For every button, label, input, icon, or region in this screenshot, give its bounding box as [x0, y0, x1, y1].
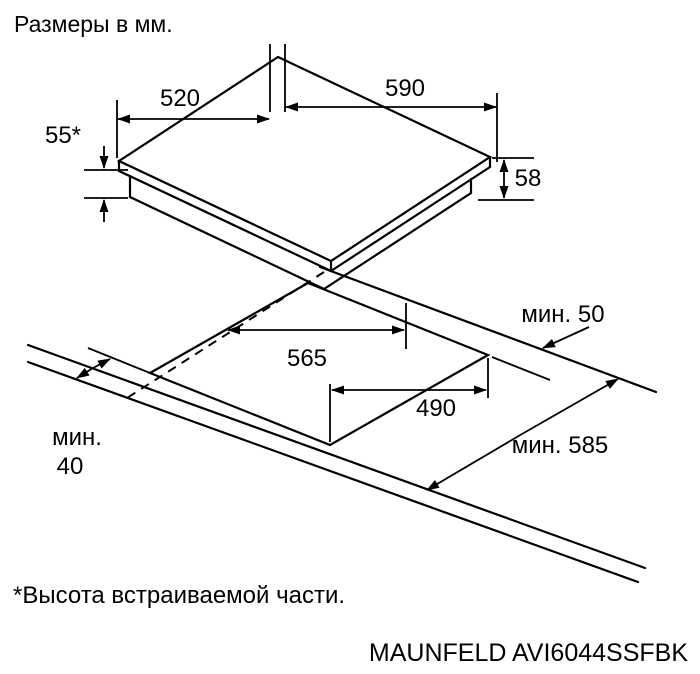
- model-label: MAUNFELD AVI6044SSFBK: [369, 639, 688, 667]
- hob-builtin-body: [128, 174, 473, 291]
- footnote: *Высота встраиваемой части.: [13, 582, 345, 609]
- worktop-front-edge-outer: [26, 343, 647, 570]
- dim-total-height: 58: [478, 157, 542, 201]
- dim-builtin-height: 55*: [45, 122, 128, 222]
- builtin-height-label: 55*: [45, 122, 81, 149]
- rear-clearance-label: мин. 50: [521, 301, 604, 328]
- cutout-width-label: 565: [287, 345, 327, 372]
- worktop-rear-edge: [318, 265, 658, 394]
- front-clearance-value: 40: [57, 453, 84, 480]
- dim-cutout-width: 565: [227, 303, 407, 372]
- front-clearance-word: мин.: [52, 424, 102, 451]
- dim-cutout-depth: 490: [329, 358, 489, 442]
- cutout-front-extension: [87, 347, 151, 374]
- cutout-depth-label: 490: [416, 395, 456, 422]
- total-height-label: 58: [515, 165, 542, 192]
- worktop-front-edge-inner: [26, 360, 640, 584]
- dim-worktop-depth: мин. 585: [426, 378, 619, 491]
- cutout-rear-extension: [491, 356, 551, 381]
- hob-depth-label: 520: [160, 85, 200, 112]
- worktop-drawing: [26, 265, 658, 584]
- worktop-depth-label: мин. 585: [512, 432, 609, 459]
- dim-rear-clearance: мин. 50: [521, 301, 605, 349]
- dim-hob-width: 590: [284, 44, 498, 162]
- dim-front-clearance: мин. 40: [52, 358, 111, 480]
- cutout-outline: [147, 281, 491, 447]
- dim-hob-depth: 520: [116, 44, 271, 158]
- hob-width-label: 590: [385, 75, 425, 102]
- page-title: Размеры в мм.: [14, 11, 173, 37]
